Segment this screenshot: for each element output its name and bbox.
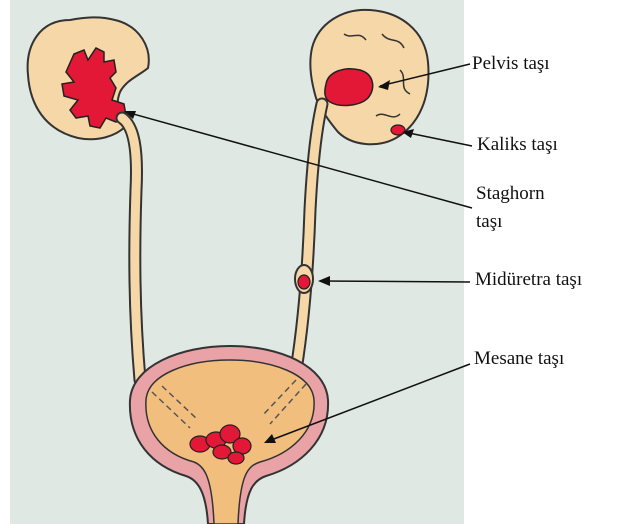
right-kidney — [310, 10, 428, 144]
staghorn-label-line-2: taşı — [476, 208, 596, 236]
staghorn-label-line-1: Staghorn — [476, 180, 596, 208]
staghorn-leader-line — [126, 112, 472, 208]
staghorn-stone-label: Staghorn taşı — [476, 180, 596, 236]
pelvis-stone-label: Pelvis taşı — [472, 50, 550, 78]
miduretra-stone-label: Midüretra taşı — [475, 266, 582, 294]
kaliks-stone-label: Kaliks taşı — [477, 131, 558, 159]
mesane-stone-label: Mesane taşı — [474, 345, 564, 373]
pelvis-stone — [325, 69, 373, 106]
miduretra-leader-line — [320, 281, 470, 282]
calyx-stone — [391, 125, 405, 135]
bladder — [130, 346, 328, 524]
kaliks-leader-line — [404, 132, 472, 146]
mid-ureter-stone — [298, 275, 310, 289]
